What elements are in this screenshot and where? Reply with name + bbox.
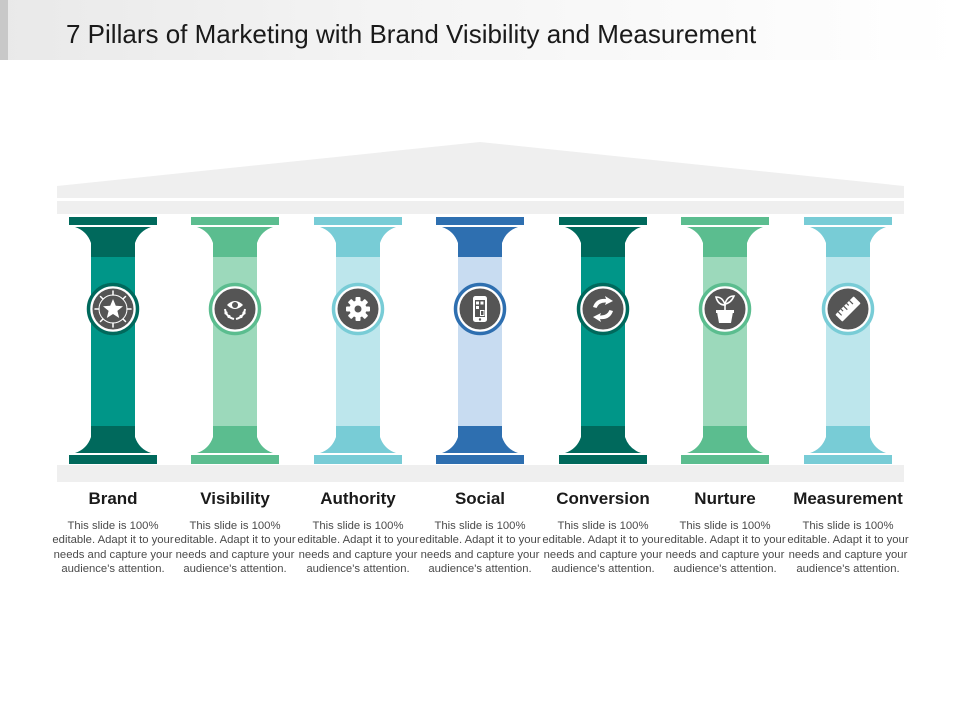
star-badge-icon	[86, 282, 140, 336]
pillar-description-social: This slide is 100% editable. Adapt it to…	[419, 520, 541, 576]
pillar-brand[interactable]	[69, 217, 157, 464]
potted-plant-icon	[698, 282, 752, 336]
slide-title: 7 Pillars of Marketing with Brand Visibi…	[66, 19, 757, 49]
pillar-shape	[436, 217, 524, 464]
pillar-description-measurement: This slide is 100% editable. Adapt it to…	[787, 520, 909, 576]
pillar-description-visibility: This slide is 100% editable. Adapt it to…	[174, 520, 296, 576]
eye-laurel-icon	[208, 282, 262, 336]
pillar-shape	[681, 217, 769, 464]
pillar-shape	[69, 217, 157, 464]
temple-base	[57, 465, 904, 482]
pillar-shape	[804, 217, 892, 464]
pillar-shape	[314, 217, 402, 464]
pillar-description-conversion: This slide is 100% editable. Adapt it to…	[542, 520, 664, 576]
title-bar: 7 Pillars of Marketing with Brand Visibi…	[0, 0, 960, 60]
temple-beam	[57, 201, 904, 214]
mobile-phone-icon	[453, 282, 507, 336]
temple-roof	[57, 142, 904, 198]
pillar-conversion[interactable]	[559, 217, 647, 464]
pillar-social[interactable]	[436, 217, 524, 464]
pillar-shape	[559, 217, 647, 464]
pillar-nurture[interactable]	[681, 217, 769, 464]
pillar-label-conversion: Conversion	[556, 489, 650, 508]
pillar-label-nurture: Nurture	[694, 489, 756, 508]
ruler-icon	[821, 282, 875, 336]
pillar-description-authority: This slide is 100% editable. Adapt it to…	[297, 520, 419, 576]
pillar-label-authority: Authority	[320, 489, 396, 508]
pillar-description-brand: This slide is 100% editable. Adapt it to…	[52, 520, 174, 576]
pillar-label-social: Social	[454, 489, 506, 508]
refresh-arrows-icon	[576, 282, 630, 336]
pillar-label-visibility: Visibility	[200, 489, 270, 508]
pillar-description-nurture: This slide is 100% editable. Adapt it to…	[664, 520, 786, 576]
pillar-authority[interactable]	[314, 217, 402, 464]
pillar-label-measurement: Measurement	[793, 489, 903, 508]
pillar-measurement[interactable]	[804, 217, 892, 464]
gear-icon	[331, 282, 385, 336]
title-accent-bar	[0, 0, 8, 60]
pillar-shape	[191, 217, 279, 464]
pillar-label-brand: Brand	[88, 489, 138, 508]
pillar-visibility[interactable]	[191, 217, 279, 464]
